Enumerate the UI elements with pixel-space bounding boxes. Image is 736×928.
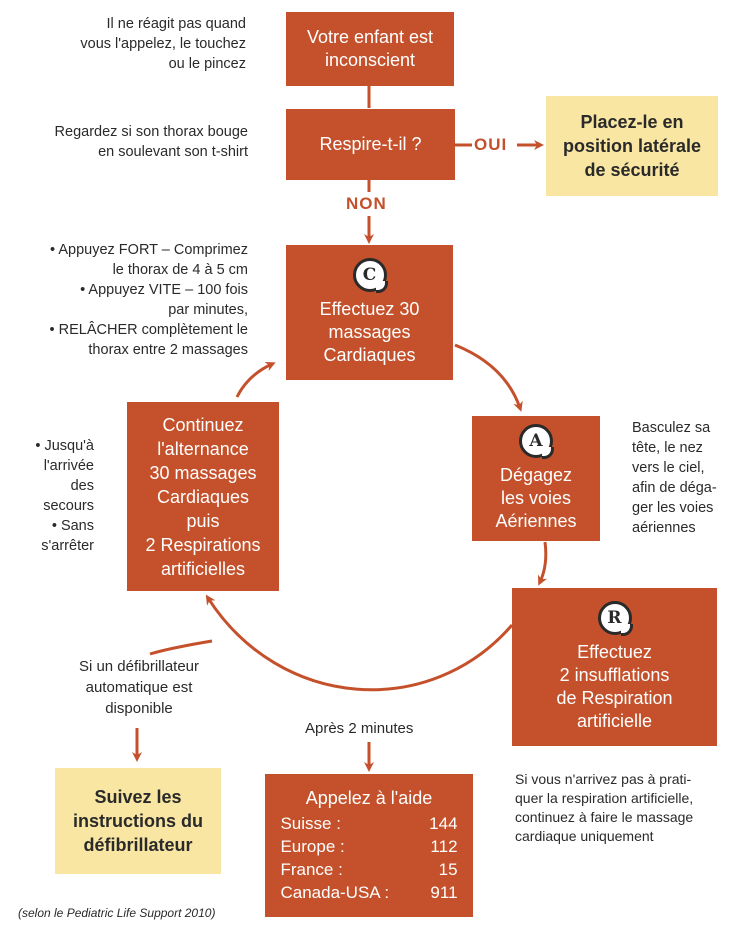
box-text: Effectuez 30 [319,299,420,319]
box-text: les voies [500,488,572,508]
note-line: Il ne réagit pas quand [106,16,246,32]
phone-list: Suisse : 144 Europe : 112 France : 15 Ca… [280,812,457,904]
arrow-respiration-continue [205,594,514,692]
box-text: Cardiaques [323,345,416,365]
note-line: aériennes [632,520,696,536]
note-line: tête, le nez [632,440,703,456]
note-line: des [70,478,94,494]
note-line: cardiaque uniquement [515,828,654,844]
badge-c-icon: C [352,258,388,293]
note-airway: Basculez sa tête, le nez vers le ciel, a… [632,418,717,538]
box-text: artificielle [576,711,653,731]
box-text: Effectuez [577,642,652,662]
label-after-2-minutes: Après 2 minutes [305,720,414,737]
note-line: Si vous n'arrivez pas à prati- [515,771,692,787]
phone-number: 112 [430,837,458,856]
note-line: par minutes, [168,302,248,318]
box-safety-position: Placez-le en position latérale de sécuri… [546,96,718,196]
box-text: de sécurité [584,160,680,180]
phone-number: 911 [430,883,458,902]
note-no-reaction: Il ne réagit pas quand vous l'appelez, l… [80,14,246,74]
box-cardiac: C Effectuez 30 massages Cardiaques [286,245,453,380]
box-text: de Respiration [556,688,673,708]
box-text: position latérale [562,136,702,156]
note-cardiac-only: Si vous n'arrivez pas à prati- quer la r… [515,770,693,846]
box-text: 30 massages [149,462,257,483]
note-line: vous l'appelez, le touchez [80,36,246,52]
note-line: quer la respiration artificielle, [515,790,694,806]
note-defib-available: Si un défibrillateur automatique est dis… [54,656,224,719]
note-compressions: • Appuyez FORT – Comprimez le thorax de … [50,240,248,360]
note-line: ger les voies [632,500,714,516]
box-text: Respire-t-il ? [319,134,422,154]
box-respiration: R Effectuez 2 insufflations de Respirati… [512,588,717,746]
box-text: Votre enfant est [306,27,434,47]
box-text: Placez-le en [580,112,684,132]
badge-a-icon: A [519,424,554,459]
box-text: Aériennes [495,511,577,531]
box-text: instructions du [73,811,203,831]
label-non: NON [346,194,387,214]
note-line: Regardez si son thorax bouge [54,124,248,140]
box-text: Cardiaques [156,486,250,507]
note-until: • Jusqu'à l'arrivée des secours • Sans s… [35,436,94,556]
note-line: le thorax de 4 à 5 cm [112,262,248,278]
note-line: s'arrêter [41,538,94,554]
arrow-cardiac-airways [454,343,523,412]
note-line: thorax entre 2 massages [88,342,248,358]
box-text: Continuez [162,414,244,435]
note-line: secours [43,498,94,514]
phone-country: Canada-USA : [280,883,390,902]
note-line: • Jusqu'à [35,438,94,454]
note-line: en soulevant son t-shirt [98,144,248,160]
arrow-airways-respiration [538,541,548,586]
box-breathing: Respire-t-il ? [286,109,455,180]
source-note: (selon le Pediatric Life Support 2010) [18,906,216,920]
box-text: Dégagez [499,465,573,485]
phone-country: Europe : [280,837,345,856]
phone-number: 15 [438,860,458,879]
note-line: • Appuyez VITE – 100 fois [80,282,248,298]
box-text: inconscient [324,50,416,70]
box-text: défibrillateur [83,835,193,855]
box-unconscious: Votre enfant est inconscient [286,12,454,86]
note-check-chest: Regardez si son thorax bouge en soulevan… [55,122,248,162]
note-line: Si un défibrillateur [78,658,200,675]
phone-country: Suisse : [280,814,341,833]
box-text: l'alternance [157,438,249,459]
phone-country: France : [280,860,343,879]
note-line: • Sans [51,518,94,534]
phone-number: 144 [429,814,458,833]
note-line: Basculez sa [632,420,711,436]
call-help-title: Appelez à l'aide [305,788,433,808]
note-line: afin de déga- [632,480,717,496]
badge-r-icon: R [597,601,633,636]
note-line: continuez à faire le massage [515,809,694,825]
box-text: puis [186,510,220,531]
box-text: Suivez les [94,787,182,807]
note-line: vers le ciel, [632,460,705,476]
label-oui: OUI [474,135,508,155]
note-line: • Appuyez FORT – Comprimez [50,242,248,258]
box-defibrillator: Suivez les instructions du défibrillateu… [55,768,221,874]
connector-defib [149,639,213,656]
box-call-help: Appelez à l'aide Suisse : 144 Europe : 1… [265,774,473,917]
note-line: • RELÂCHER complètement le [49,322,248,338]
box-text: 2 Respirations [145,534,261,555]
note-line: automatique est [85,679,193,696]
arrow-continue-cardiac [235,361,276,398]
box-airways: A Dégagez les voies Aériennes [472,416,600,541]
box-continue: Continuez l'alternance 30 massages Cardi… [127,402,279,591]
note-line: ou le pincez [168,56,246,72]
box-text: artificielles [160,558,246,579]
box-text: 2 insufflations [559,665,670,685]
note-line: disponible [105,700,173,717]
box-text: massages [328,322,411,342]
note-line: l'arrivée [43,458,94,474]
